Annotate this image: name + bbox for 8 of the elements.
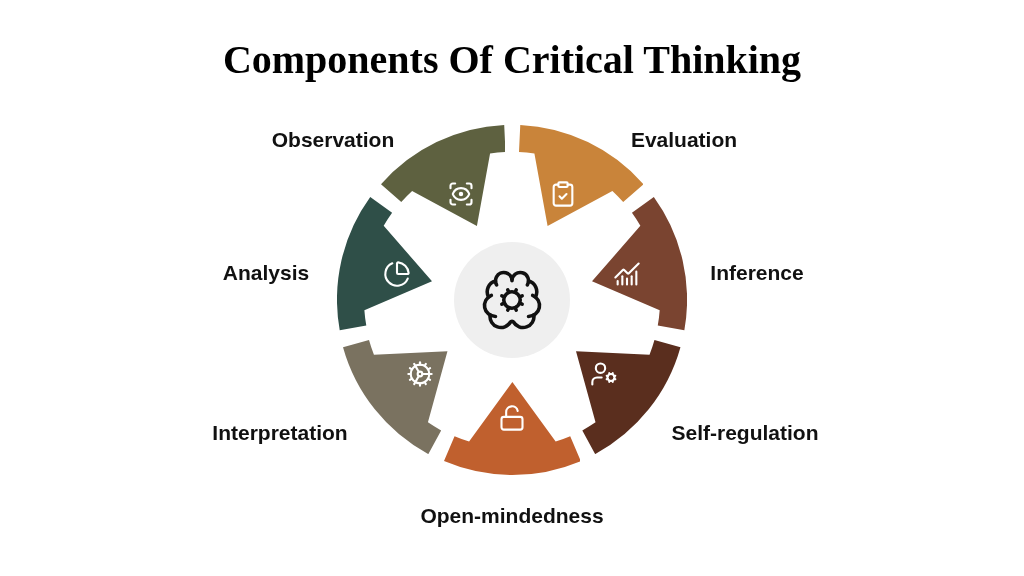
segment-label: Observation (271, 127, 395, 154)
segment-label: Inference (710, 260, 804, 287)
segment-label: Self-regulation (671, 420, 819, 447)
title: Components Of Critical Thinking (222, 36, 802, 84)
segment-label: Interpretation (212, 420, 348, 447)
segment-label: Evaluation (630, 127, 738, 154)
segment-label: Open-mindedness (420, 503, 604, 530)
segment-label: Analysis (222, 260, 310, 287)
